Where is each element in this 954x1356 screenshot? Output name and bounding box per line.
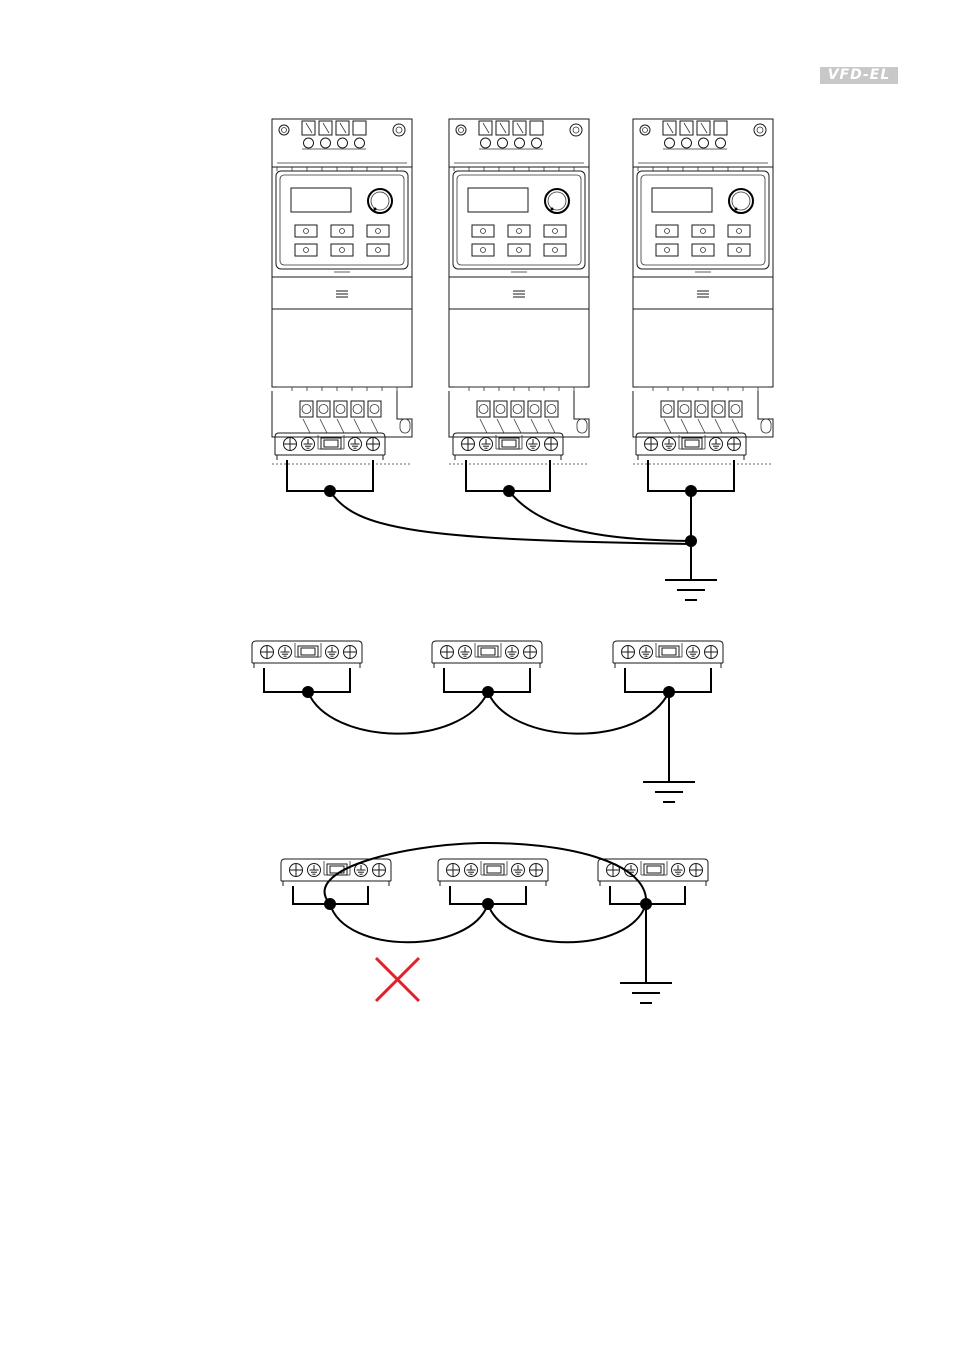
incorrect-grounding-loop [281, 843, 708, 1003]
earth-ground-icon [620, 983, 672, 1003]
red-cross-icon [376, 958, 419, 1001]
earth-ground-icon [665, 580, 717, 600]
terminal-strip-3 [613, 641, 723, 668]
correct-grounding-drives [272, 119, 773, 600]
earth-ground-icon [643, 782, 695, 802]
terminal-strip-1 [281, 859, 391, 886]
terminal-strip-1 [252, 641, 362, 668]
drive-1 [272, 119, 412, 464]
terminal-strip-2 [438, 859, 548, 886]
terminal-strip-2 [432, 641, 542, 668]
drive-3 [633, 119, 773, 464]
correct-grounding-daisy-chain [252, 641, 723, 802]
ground-wires-1 [287, 460, 734, 580]
drive-2 [449, 119, 589, 464]
